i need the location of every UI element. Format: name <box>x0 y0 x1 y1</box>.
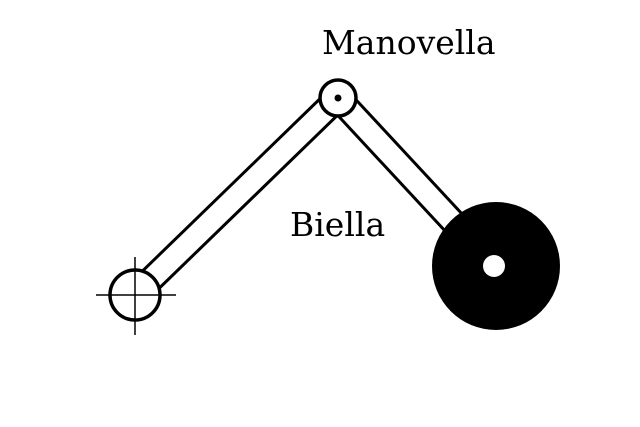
crank-pin <box>483 255 505 277</box>
label-biella: Biella <box>290 205 385 244</box>
joint-center-dot <box>334 94 342 102</box>
fixed-pivot <box>96 257 176 335</box>
label-manovella: Manovella <box>322 23 496 62</box>
left-link <box>125 88 348 305</box>
top-joint <box>318 78 358 118</box>
